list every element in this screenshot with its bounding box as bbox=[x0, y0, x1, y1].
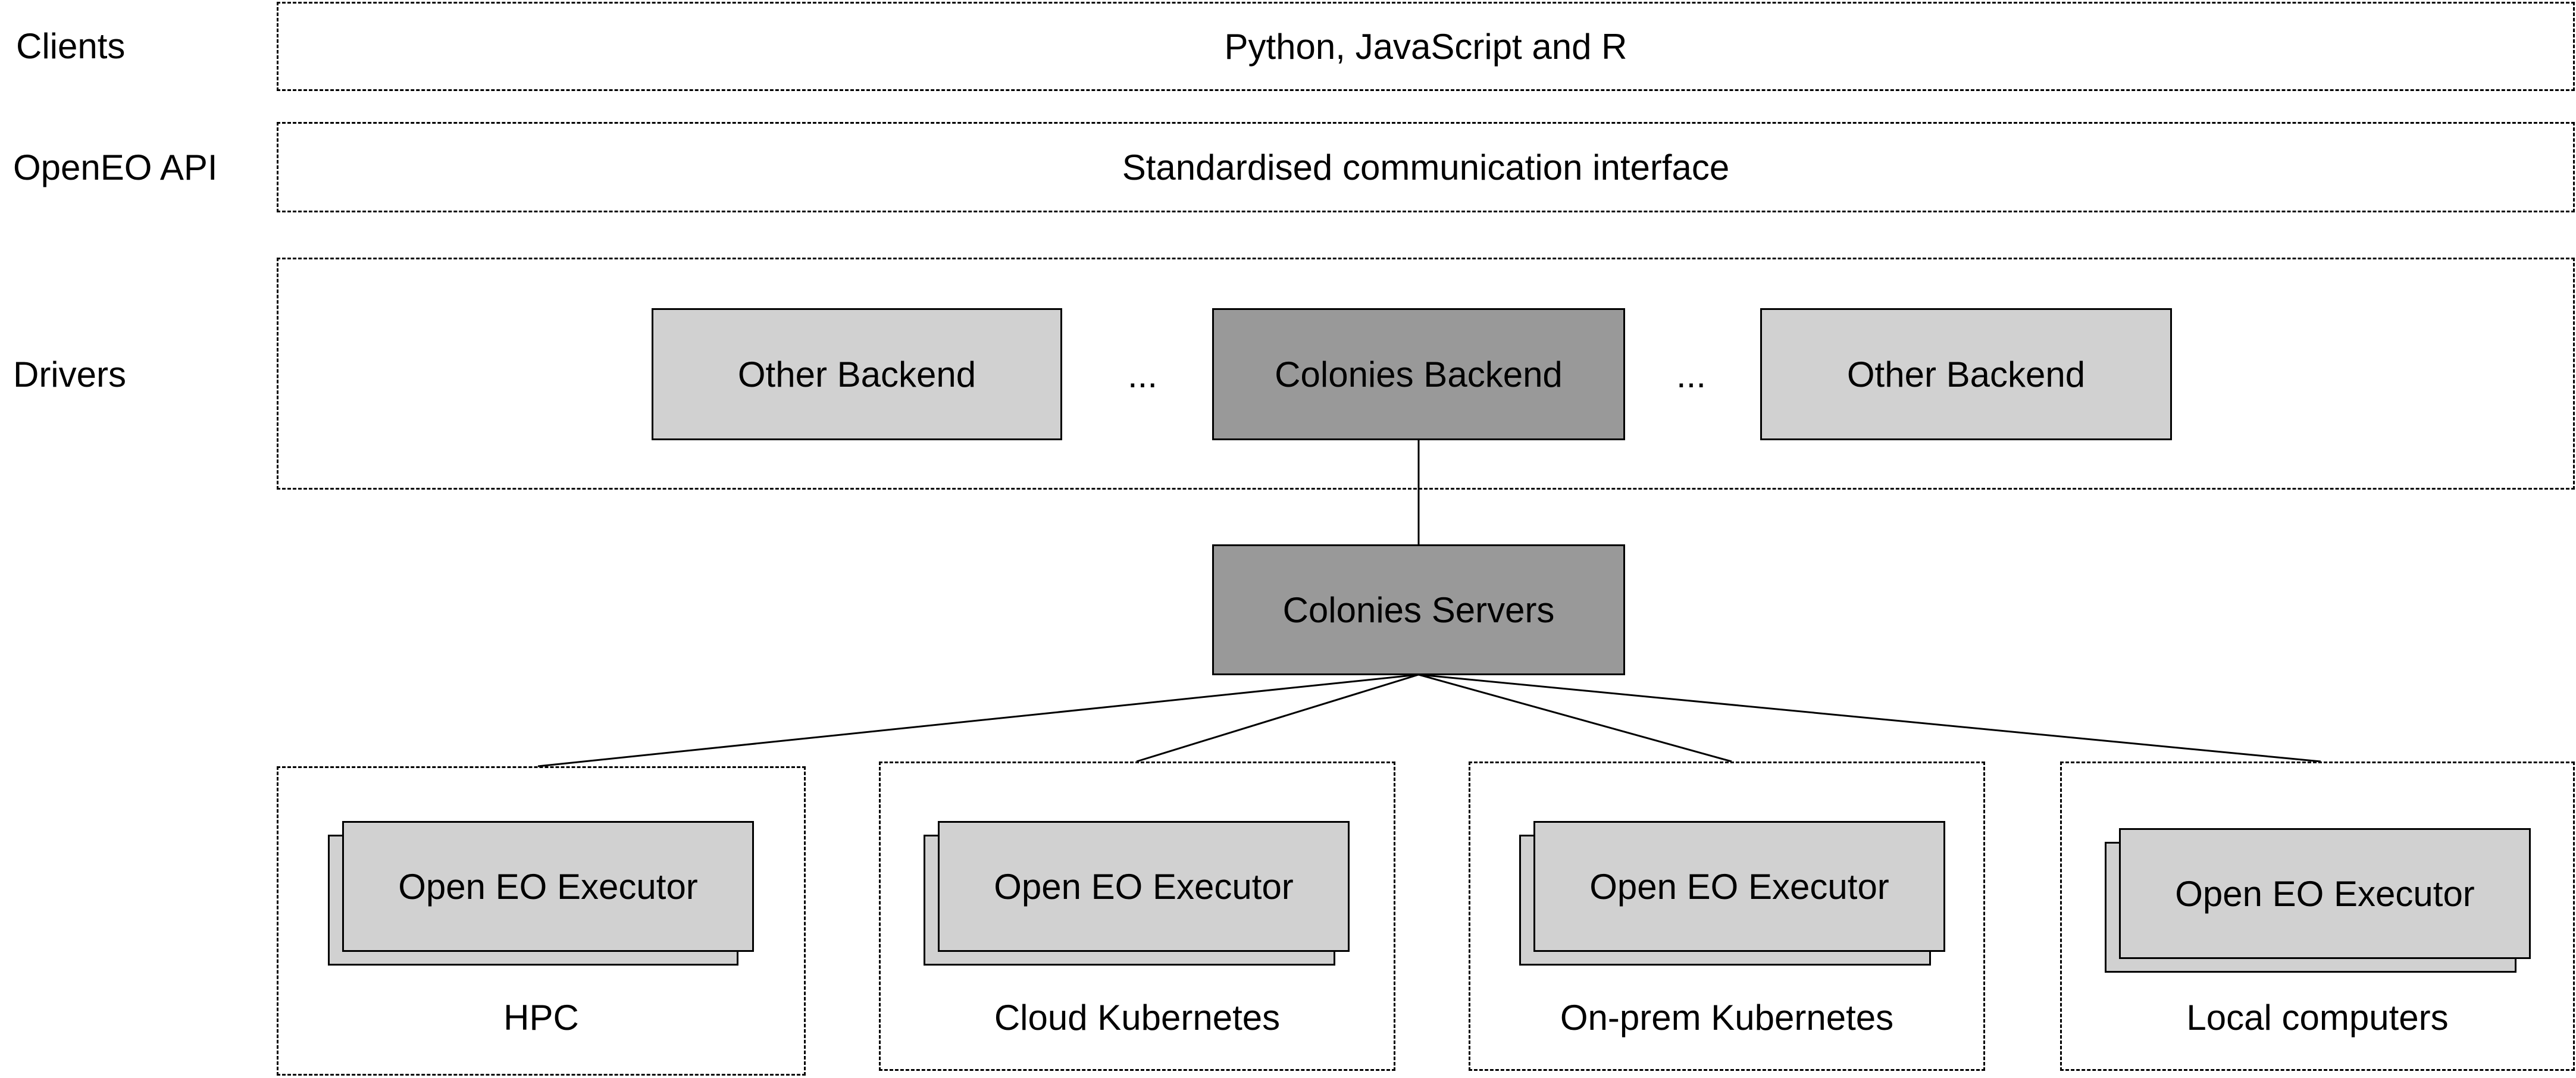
clients-layer: Python, JavaScript and R bbox=[277, 2, 2575, 91]
colonies-backend-label: Colonies Backend bbox=[1275, 354, 1563, 394]
local-computers-environment bbox=[2060, 762, 2575, 1071]
hpc-environment bbox=[277, 766, 806, 1076]
onprem-executor-label: Open EO Executor bbox=[1589, 866, 1889, 907]
colonies-servers-label: Colonies Servers bbox=[1282, 590, 1555, 630]
servers-to-local-line bbox=[1418, 673, 2321, 763]
drivers-label: Drivers bbox=[13, 355, 126, 394]
cloud-kubernetes-label: Cloud Kubernetes bbox=[994, 997, 1281, 1038]
other-backend-left-label: Other Backend bbox=[737, 354, 976, 394]
local-executor-label: Open EO Executor bbox=[2175, 873, 2475, 914]
servers-to-hpc-line bbox=[537, 673, 1419, 767]
local-computers-label: Local computers bbox=[2186, 997, 2449, 1038]
openeo-api-label: OpenEO API bbox=[13, 148, 218, 187]
onprem-kubernetes-environment bbox=[1469, 762, 1985, 1071]
hpc-label: HPC bbox=[503, 997, 579, 1038]
other-backend-right: Other Backend bbox=[1760, 308, 2172, 440]
onprem-executor: Open EO Executor bbox=[1533, 821, 1945, 952]
other-backend-right-label: Other Backend bbox=[1846, 354, 2086, 394]
hpc-executor: Open EO Executor bbox=[342, 821, 754, 952]
api-layer: Standardised communication interface bbox=[277, 122, 2575, 212]
onprem-kubernetes-label: On-prem Kubernetes bbox=[1560, 997, 1894, 1038]
ellipsis-right: ... bbox=[1676, 355, 1706, 395]
drivers-layer bbox=[277, 258, 2575, 490]
hpc-executor-label: Open EO Executor bbox=[398, 866, 698, 907]
cloud-executor-label: Open EO Executor bbox=[994, 866, 1294, 907]
local-executor: Open EO Executor bbox=[2119, 828, 2531, 959]
cloud-executor: Open EO Executor bbox=[938, 821, 1350, 952]
ellipsis-left: ... bbox=[1127, 355, 1157, 395]
api-content: Standardised communication interface bbox=[1122, 147, 1730, 187]
colonies-servers: Colonies Servers bbox=[1212, 544, 1625, 675]
clients-content: Python, JavaScript and R bbox=[1224, 26, 1627, 67]
colonies-backend: Colonies Backend bbox=[1212, 308, 1625, 440]
clients-label: Clients bbox=[16, 26, 126, 66]
other-backend-left: Other Backend bbox=[652, 308, 1062, 440]
cloud-kubernetes-environment bbox=[879, 762, 1395, 1071]
servers-to-cloud-line bbox=[1136, 673, 1419, 763]
servers-to-onprem-line bbox=[1418, 673, 1732, 763]
